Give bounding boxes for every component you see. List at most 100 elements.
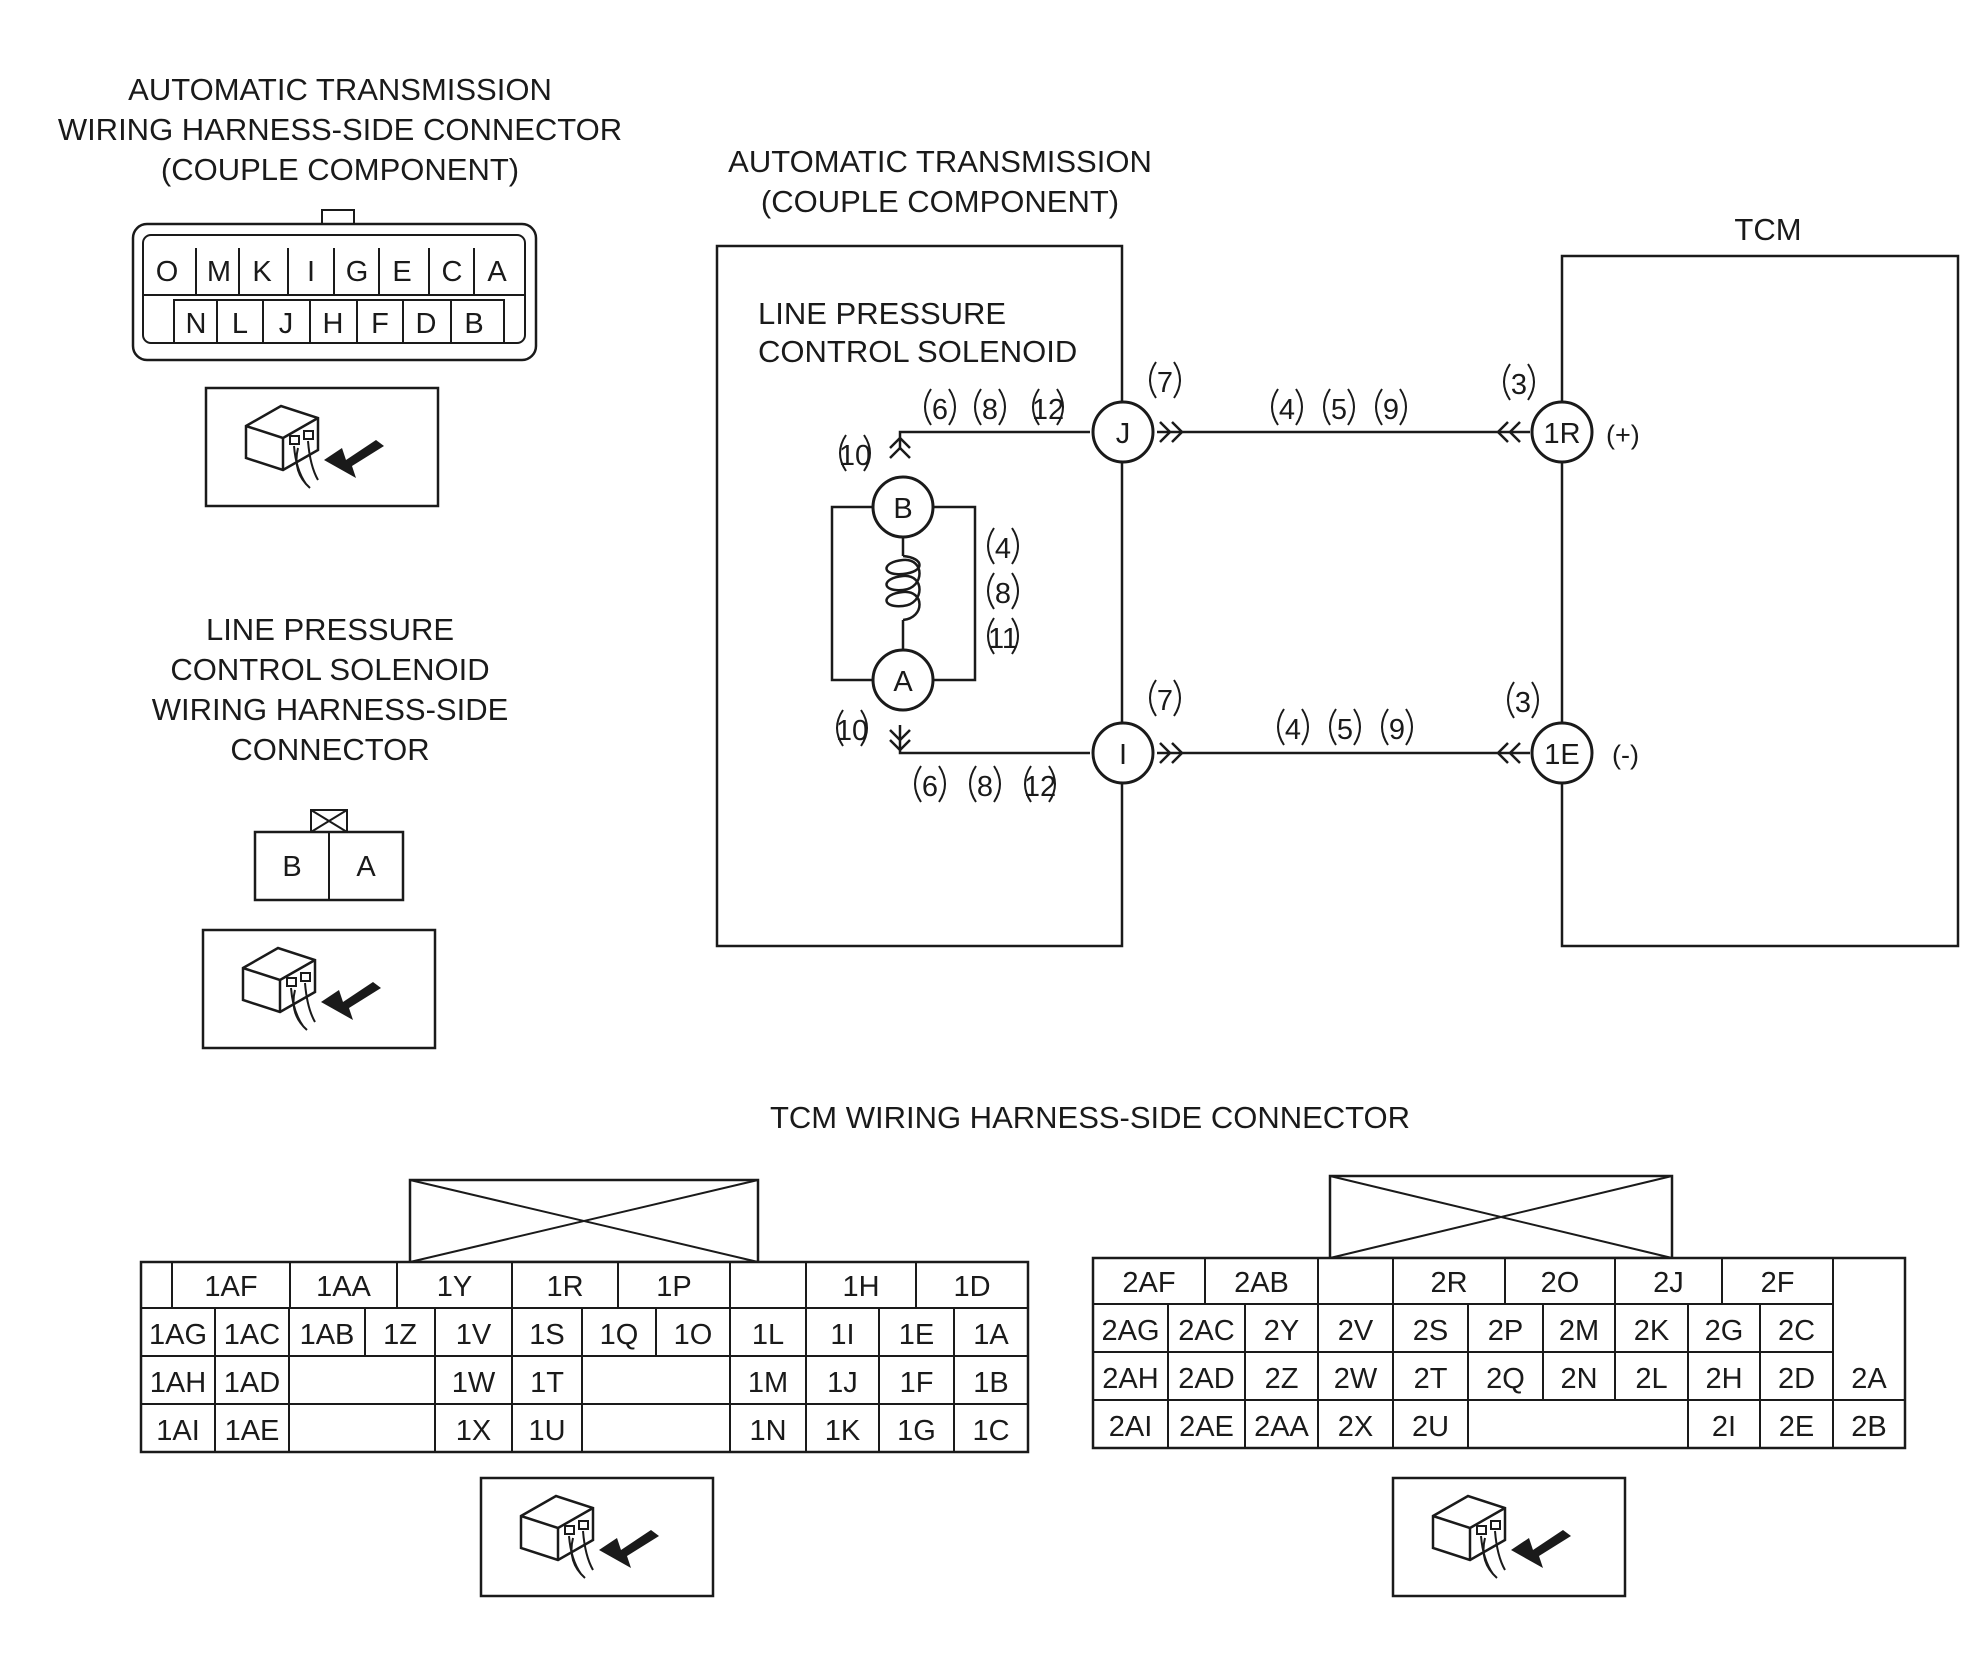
terminal-1r: 1R [1530,400,1594,464]
reference-number: 11 [987,617,1019,655]
tcm1-pin: 1V [456,1319,492,1351]
solenoid-pin-b-label: B [893,493,912,525]
reference-number-label: 8 [982,394,998,426]
at-box-title-line: (COUPLE COMPONENT) [761,184,1119,219]
at-pin: K [252,256,272,288]
tcm2-pin: 2AH [1102,1363,1158,1395]
terminal-i-label: I [1119,739,1127,771]
tcm1-pin: 1A [973,1319,1009,1351]
tcm1-pin: 1Z [383,1319,417,1351]
tcm2-pin: 2P [1488,1315,1523,1347]
at-pin: O [156,256,179,288]
at-pin: C [442,256,463,288]
tcm2-pin: 2AB [1234,1267,1289,1299]
at-connector-title-line: WIRING HARNESS-SIDE CONNECTOR [58,112,622,147]
at-pin: G [346,256,369,288]
tcm2-pin: 2U [1412,1411,1449,1443]
tcm1-pin: 1AI [156,1415,200,1447]
reference-number: 12 [1032,388,1064,426]
tcm2-pin: 2D [1778,1363,1815,1395]
solenoid-pin-a-circle: A [871,648,935,712]
tcm2-pin: 2C [1778,1315,1815,1347]
tcm1-pin: 1C [972,1415,1009,1447]
tcm2-pin: 2AF [1122,1267,1175,1299]
tcm2-pin: 2Y [1264,1315,1299,1347]
reference-number: 8 [969,765,1001,803]
solenoid-connector-title-line: WIRING HARNESS-SIDE [152,692,509,727]
at-pin: H [323,308,344,340]
tcm1-pin: 1R [546,1271,583,1303]
tcm2-pin: 2N [1560,1363,1597,1395]
tcm1-pin: 1G [897,1415,936,1447]
at-box-title: AUTOMATIC TRANSMISSION (COUPLE COMPONENT… [728,144,1152,219]
tcm1-pin: 1AC [224,1319,280,1351]
reference-number-label: 5 [1337,714,1353,746]
tcm2-pin: 2AG [1101,1315,1159,1347]
reference-number-label: 6 [932,394,948,426]
solenoid-label-line: CONTROL SOLENOID [758,334,1077,369]
tcm2-pin: 2T [1414,1363,1448,1395]
reference-number: 7 [1149,361,1181,399]
tcm2-pin: 2AE [1179,1411,1234,1443]
at-connector-title: AUTOMATIC TRANSMISSION WIRING HARNESS-SI… [58,72,622,187]
tcm2-pin: 2Q [1486,1363,1525,1395]
polarity-positive: (+) [1606,420,1640,450]
tcm2-pin: 2AI [1109,1411,1153,1443]
reference-number-label: 10 [836,715,868,747]
reference-number: 9 [1381,708,1413,746]
reference-number-label: 5 [1331,394,1347,426]
solenoid-pin-b: B [282,851,301,883]
tcm2-pin: 2J [1653,1267,1684,1299]
tcm1-pin: 1AG [149,1319,207,1351]
at-pin: B [464,308,483,340]
tcm1-pin: 1Q [600,1319,639,1351]
solenoid-connector-title-line: CONTROL SOLENOID [170,652,489,687]
reference-number: 10 [836,709,868,747]
solenoid-connector-title-line: CONNECTOR [230,732,429,767]
terminal-1e: 1E [1530,721,1594,785]
tcm1-pin: 1Y [437,1271,472,1303]
tcm1-pin: 1L [752,1319,784,1351]
reference-number-label: 10 [839,440,871,472]
reference-number-label: 3 [1511,369,1527,401]
at-box-title-line: AUTOMATIC TRANSMISSION [728,144,1152,179]
tcm1-pin: 1S [529,1319,564,1351]
tcm1-pin: 1F [900,1367,934,1399]
tcm2-pin: 2W [1334,1363,1378,1395]
tcm-box [1560,254,1960,948]
tcm2-pin: 2F [1761,1267,1795,1299]
tcm1-pin: 1AH [150,1367,206,1399]
tcm1-pin: 1H [842,1271,879,1303]
solenoid-pin-a-label: A [893,666,913,698]
reference-number-label: 4 [995,533,1011,565]
reference-number-label: 11 [988,623,1018,655]
tcm1-pin: 1AB [300,1319,355,1351]
reference-number: 8 [987,572,1019,610]
tcm1-pin: 1O [674,1319,713,1351]
at-connector-title-line: AUTOMATIC TRANSMISSION [128,72,552,107]
reference-number: 4 [1271,388,1303,426]
tcm1-pin: 1M [748,1367,788,1399]
tcm2-pin: 2R [1430,1267,1467,1299]
tcm2-pin: 2AC [1178,1315,1234,1347]
at-component-box [715,244,1124,948]
solenoid-label-line: LINE PRESSURE [758,296,1006,331]
tcm2-pin: 2AD [1178,1363,1234,1395]
at-pin: M [207,256,231,288]
connector-view-icon [201,928,437,1050]
reference-number-label: 7 [1157,367,1173,399]
terminal-1e-label: 1E [1544,739,1579,771]
tcm1-pin: 1T [530,1367,564,1399]
polarity-negative: (-) [1612,740,1639,770]
reference-number-label: 8 [977,771,993,803]
solenoid-connector-title-line: LINE PRESSURE [206,612,454,647]
tcm-connector-title: TCM WIRING HARNESS-SIDE CONNECTOR [770,1100,1410,1135]
reference-number: 4 [1277,708,1309,746]
reference-number: 5 [1329,708,1361,746]
reference-number-label: 8 [995,578,1011,610]
solenoid-pin-b-circle: B [871,475,935,539]
